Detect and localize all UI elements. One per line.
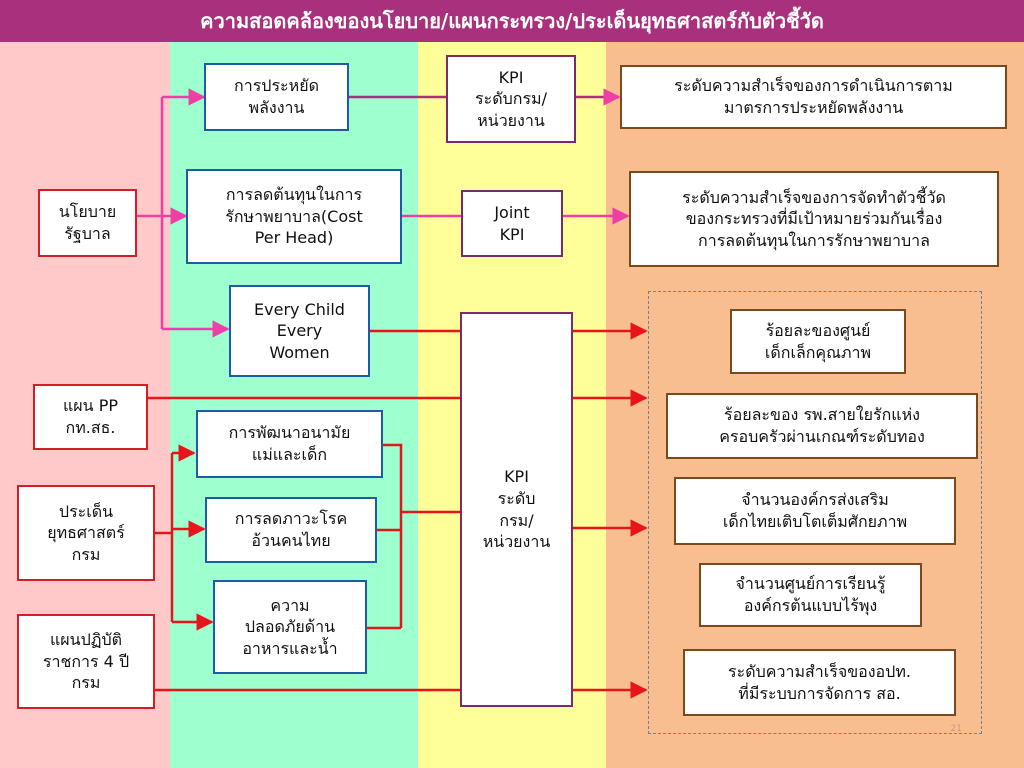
- topic-food-safety: ความ ปลอดภัยด้าน อาหารและน้ำ: [213, 580, 367, 674]
- topic-maternal: การพัฒนาอนามัย แม่และเด็ก: [196, 410, 383, 478]
- topic-obesity: การลดภาวะโรค อ้วนคนไทย: [205, 497, 377, 563]
- source-gov-plan: แผนปฏิบัติ ราชการ 4 ปี กรม: [17, 614, 155, 709]
- indicator-local-admin: ระดับความสำเร็จของอปท. ที่มีระบบการจัดกา…: [683, 649, 956, 716]
- indicator-orgs: จำนวนองค์กรส่งเสริม เด็กไทยเติบโตเต็มศัก…: [674, 477, 956, 545]
- topic-cost-per-head: การลดต้นทุนในการ รักษาพยาบาล(Cost Per He…: [186, 169, 402, 264]
- kpi-department-top: KPI ระดับกรม/ หน่วยงาน: [446, 55, 576, 143]
- joint-kpi: Joint KPI: [461, 190, 563, 257]
- source-pp-plan: แผน PP กท.สธ.: [33, 384, 148, 450]
- indicator-group-frame: [648, 291, 982, 734]
- topic-energy: การประหยัด พลังงาน: [204, 63, 349, 131]
- indicator-childcare: ร้อยละของศูนย์ เด็กเล็กคุณภาพ: [730, 309, 906, 374]
- topic-collector: [383, 443, 403, 628]
- page-title: ความสอดคล้องของนโยบาย/แผนกระทรวง/ประเด็น…: [0, 0, 1024, 42]
- source-strategy: ประเด็น ยุทธศาสตร์ กรม: [17, 485, 155, 581]
- source-gov-policy: นโยบาย รัฐบาล: [38, 189, 137, 257]
- indicator-hospital: ร้อยละของ รพ.สายใยรักแห่ง ครอบครัวผ่านเก…: [666, 393, 978, 459]
- indicator-learning: จำนวนศูนย์การเรียนรู้ องค์กรต้นแบบไร้พุง: [699, 563, 922, 627]
- indicator-cost-result: ระดับความสำเร็จของการจัดทำตัวชี้วัด ของก…: [629, 171, 999, 267]
- kpi-department-main: KPI ระดับ กรม/ หน่วยงาน: [460, 312, 573, 707]
- indicator-energy-result: ระดับความสำเร็จของการดำเนินการตาม มาตรกา…: [620, 65, 1007, 129]
- page-number: 21: [950, 724, 962, 734]
- topic-every-child: Every Child Every Women: [229, 285, 370, 377]
